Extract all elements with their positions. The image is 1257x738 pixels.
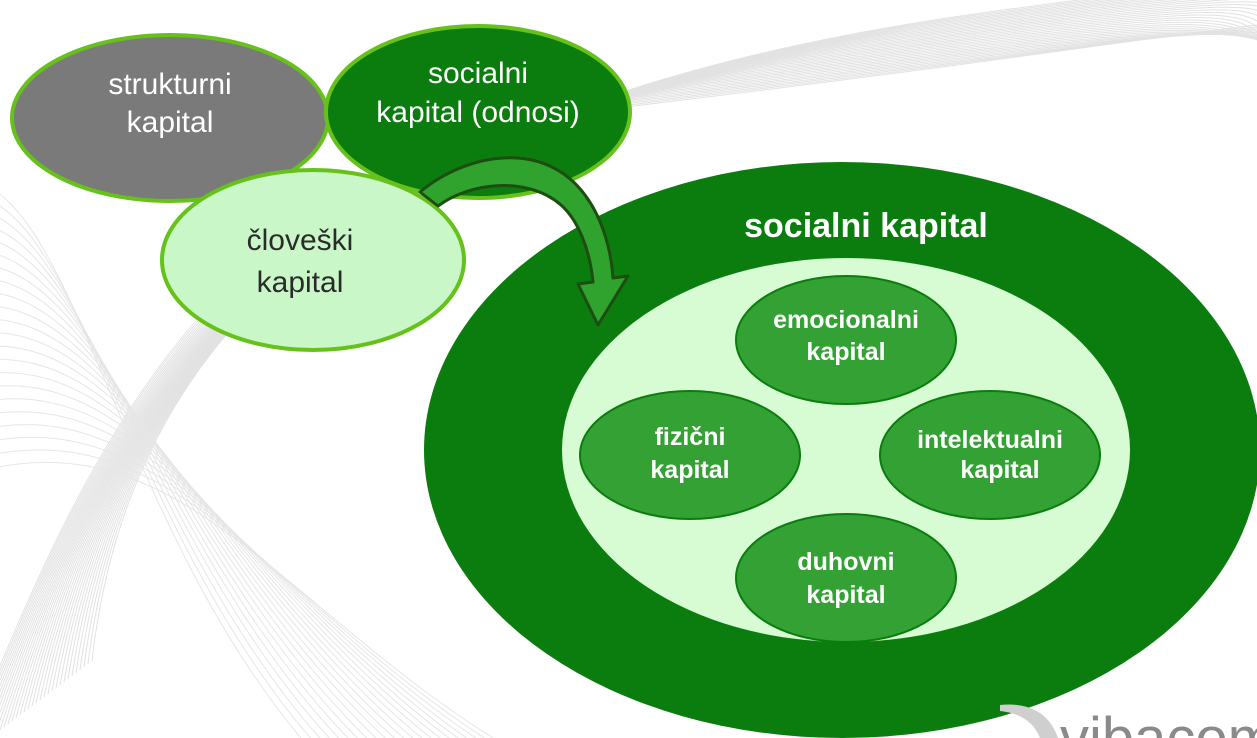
human-capital-label-line1: človeški xyxy=(247,224,354,257)
background-swirl-line xyxy=(0,254,349,738)
emotional-capital-label-line1: emocionalni xyxy=(773,306,919,334)
background-swirl-line xyxy=(0,359,423,738)
background-swirl-line xyxy=(31,11,1257,707)
background-swirl-line xyxy=(75,0,1128,674)
background-swirl-line xyxy=(0,385,441,738)
human-capital-ellipse xyxy=(160,168,466,352)
intellectual-capital-label-line2: kapital xyxy=(960,456,1039,484)
physical-capital-label-line1: fizični xyxy=(655,423,726,451)
physical-capital-ellipse xyxy=(579,390,801,520)
social-capital-relations-label-line1: socialni xyxy=(428,57,528,90)
background-swirl-line xyxy=(27,14,1257,710)
social-capital-inner-ellipse xyxy=(562,258,1130,642)
background-swirl-line xyxy=(47,1,1257,695)
emotional-capital-label-line2: kapital xyxy=(806,338,885,366)
background-swirl-line xyxy=(0,280,368,738)
background-swirl-line xyxy=(0,267,358,738)
social-capital-relations-node: socialni kapital (odnosi) xyxy=(324,24,632,200)
background-swirl-line xyxy=(0,462,495,738)
background-swirl-line xyxy=(0,436,477,738)
human-capital-label-line2: kapital xyxy=(257,266,344,299)
social-capital-relations-ellipse xyxy=(324,24,632,200)
background-swirl-line xyxy=(0,398,450,738)
background-swirl-line xyxy=(0,411,459,738)
background-swirl-line xyxy=(0,449,486,738)
human-capital-node: človeški kapital xyxy=(160,168,466,352)
background-swirl-line xyxy=(79,0,1116,671)
background-swirl-line xyxy=(15,21,1257,719)
spiritual-capital-ellipse xyxy=(735,513,957,643)
emotional-capital-ellipse xyxy=(735,275,957,405)
background-swirl-line xyxy=(59,0,1184,686)
background-swirl-line xyxy=(91,0,1083,662)
background-swirl-line xyxy=(63,0,1168,683)
background-swirl-line xyxy=(0,306,386,738)
background-swirl-line xyxy=(35,9,1257,704)
background-swirl-line xyxy=(0,217,321,738)
social-capital-title: socialni kapital xyxy=(744,207,988,245)
vibacom-logo-text: vibacom xyxy=(1060,706,1257,738)
background-swirl-line xyxy=(55,0,1204,689)
background-swirl-line xyxy=(71,0,1141,677)
background-swirl-line xyxy=(0,424,468,738)
physical-capital-node: fizični kapital xyxy=(579,390,801,520)
structural-capital-label-line2: kapital xyxy=(127,106,214,139)
spiritual-capital-label-line1: duhovni xyxy=(797,548,894,576)
background-swirl-line xyxy=(0,242,340,738)
social-capital-main-circle: socialni kapital xyxy=(424,162,1257,738)
intellectual-capital-ellipse xyxy=(879,390,1101,520)
spiritual-capital-node: duhovni kapital xyxy=(735,513,957,643)
background-swirl-line xyxy=(83,0,1105,668)
vibacom-logo-mark xyxy=(1000,704,1058,738)
background-swirl-line xyxy=(87,0,1094,665)
background-swirl-line xyxy=(51,0,1234,692)
spiritual-capital-label-line2: kapital xyxy=(806,581,885,609)
vibacom-logo: vibacom xyxy=(1000,704,1257,738)
social-capital-relations-label-line2: kapital (odnosi) xyxy=(376,96,579,129)
background-swirl-line xyxy=(0,193,302,738)
structural-capital-node: strukturni kapital xyxy=(10,33,330,203)
structural-capital-label-line1: strukturni xyxy=(108,68,231,101)
intellectual-capital-label-line1: intelektualni xyxy=(917,426,1063,454)
physical-capital-label-line2: kapital xyxy=(650,456,729,484)
background-swirl-line xyxy=(67,0,1154,680)
intellectual-capital-node: intelektualni kapital xyxy=(879,390,1101,520)
emotional-capital-node: emocionalni kapital xyxy=(735,275,957,405)
background-swirl-line xyxy=(0,205,312,738)
curved-arrow-icon xyxy=(418,156,630,327)
